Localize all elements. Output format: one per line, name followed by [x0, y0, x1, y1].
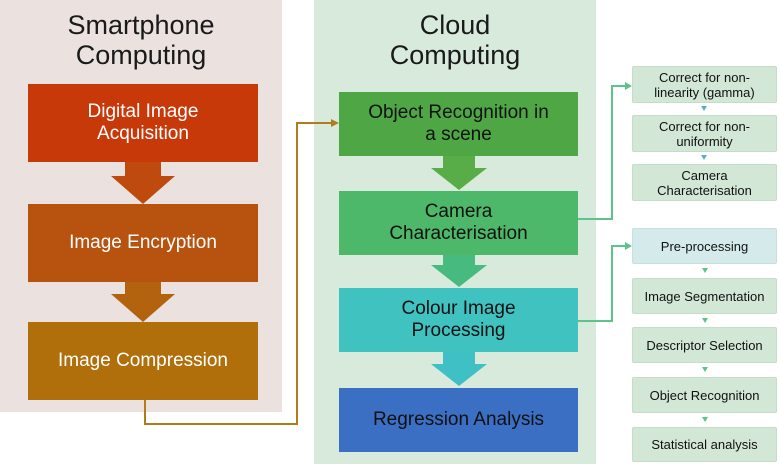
- substep-line: Correct for non-: [658, 118, 751, 134]
- step-line: Acquisition: [97, 123, 189, 144]
- arrow-shaft: [125, 282, 161, 296]
- step-line: Characterisation: [389, 223, 528, 244]
- connector-arrowhead-icon: [625, 82, 632, 90]
- substep-line: uniformity: [676, 133, 733, 149]
- arrow-shaft: [125, 162, 161, 178]
- substep-line: Characterisation: [657, 182, 752, 198]
- camera-characterisation-step: Camera Characterisation: [339, 191, 578, 255]
- small-down-arrow-icon: [702, 268, 708, 273]
- small-down-arrow-icon: [702, 417, 708, 422]
- image-segmentation-substep: Image Segmentation: [632, 278, 777, 314]
- cloud-panel-title: Cloud Computing: [314, 10, 596, 70]
- processing-connector: [578, 245, 626, 322]
- step-line: Digital Image: [87, 101, 199, 122]
- arrow-shaft: [443, 352, 475, 366]
- image-encryption-step: Image Encryption: [28, 204, 258, 282]
- substep-line: Correct for non-: [658, 69, 751, 85]
- cloud-title-line2: Computing: [389, 40, 521, 70]
- smartphone-title-line1: Smartphone: [67, 10, 215, 40]
- compression-to-cloud-connector: [144, 122, 333, 425]
- gamma-correction-substep: Correct for non- linearity (gamma): [632, 66, 777, 103]
- step-line: Image Encryption: [69, 232, 217, 253]
- digital-image-acquisition-step: Digital Image Acquisition: [28, 84, 258, 162]
- small-down-arrow-icon: [702, 367, 708, 372]
- down-arrow-icon: [431, 364, 487, 386]
- smartphone-panel-title: Smartphone Computing: [0, 10, 282, 70]
- arrow-shaft: [443, 255, 475, 267]
- substep-line: Descriptor Selection: [646, 337, 763, 353]
- step-line: Processing: [411, 320, 506, 341]
- object-recognition-substep: Object Recognition: [632, 377, 777, 413]
- connector-arrowhead-icon: [331, 119, 339, 127]
- characterisation-connector: [578, 85, 626, 220]
- statistical-analysis-substep: Statistical analysis: [632, 427, 777, 462]
- uniformity-correction-substep: Correct for non- uniformity: [632, 115, 777, 152]
- small-down-arrow-icon: [701, 155, 707, 160]
- substep-line: Image Segmentation: [644, 288, 765, 304]
- step-line: a scene: [425, 124, 492, 145]
- down-arrow-icon: [111, 176, 175, 204]
- substep-line: Object Recognition: [649, 387, 760, 403]
- object-recognition-step: Object Recognition in a scene: [339, 92, 578, 156]
- step-line: Image Compression: [57, 350, 229, 371]
- small-down-arrow-icon: [701, 106, 707, 111]
- step-line: Colour Image: [401, 298, 516, 319]
- smartphone-title-line2: Computing: [75, 40, 207, 70]
- pre-processing-substep: Pre-processing: [632, 228, 777, 264]
- camera-characterisation-substep: Camera Characterisation: [632, 164, 777, 201]
- colour-image-processing-step: Colour Image Processing: [339, 288, 578, 352]
- arrow-shaft: [443, 156, 475, 170]
- connector-arrowhead-icon: [625, 242, 632, 250]
- image-compression-step: Image Compression: [28, 322, 258, 400]
- substep-line: Camera: [681, 167, 728, 183]
- descriptor-selection-substep: Descriptor Selection: [632, 327, 777, 363]
- step-line: Regression Analysis: [372, 409, 545, 430]
- substep-line: linearity (gamma): [654, 84, 755, 100]
- substep-line: Pre-processing: [660, 238, 749, 254]
- down-arrow-icon: [431, 265, 487, 287]
- step-line: Object Recognition in: [368, 102, 549, 123]
- cloud-title-line1: Cloud: [419, 10, 491, 40]
- down-arrow-icon: [431, 168, 487, 190]
- regression-analysis-step: Regression Analysis: [339, 388, 578, 452]
- substep-line: Statistical analysis: [651, 437, 758, 452]
- step-line: Camera: [424, 201, 493, 222]
- down-arrow-icon: [111, 294, 175, 322]
- small-down-arrow-icon: [702, 318, 708, 323]
